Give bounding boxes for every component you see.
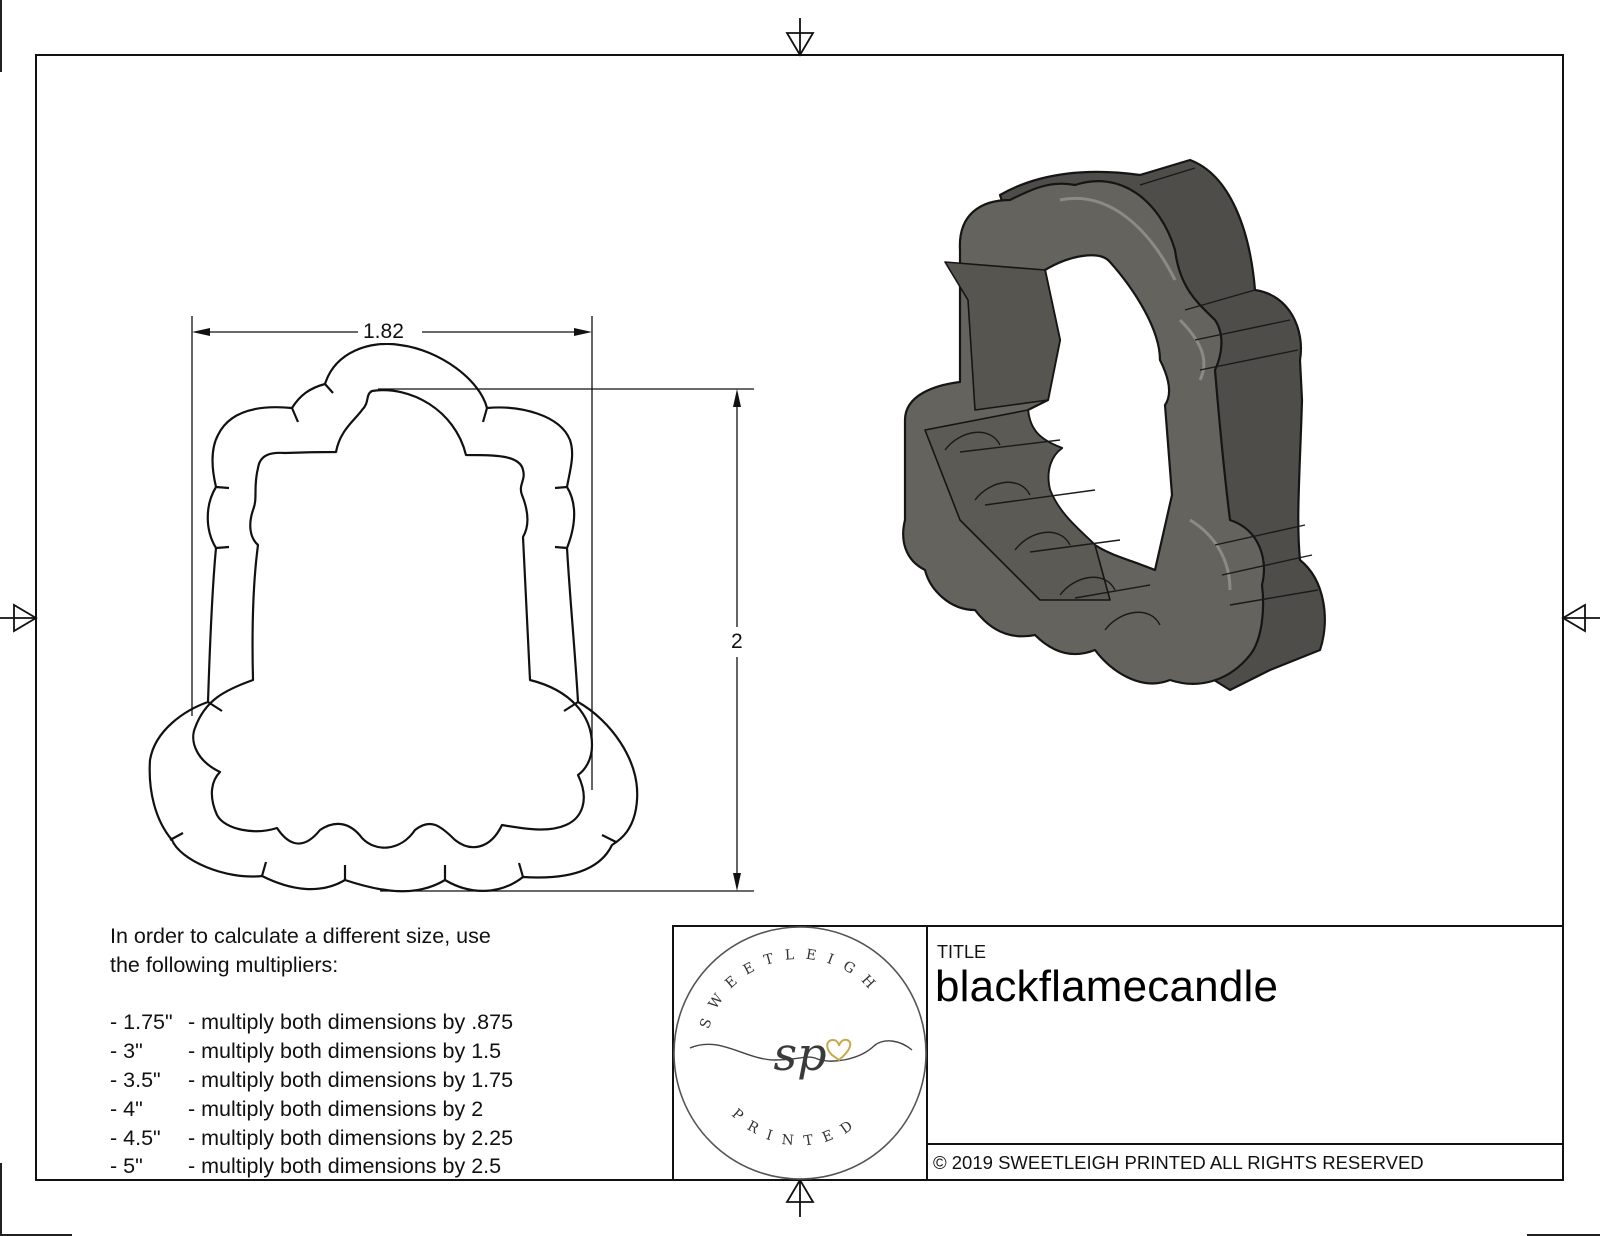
width-dimension-label: 1.82 bbox=[360, 321, 407, 343]
multiplier-text: - multiply both dimensions by 2.25 bbox=[188, 1126, 514, 1150]
logo-bottom-text: PRINTED bbox=[728, 1106, 854, 1150]
multiplier-size: - 4.5" bbox=[110, 1126, 161, 1150]
center-arrow-right-icon bbox=[1561, 603, 1600, 633]
svg-text:SWEETLEIGH: SWEETLEIGH bbox=[697, 947, 885, 1031]
drawing-title: blackflamecandle bbox=[935, 962, 1279, 1011]
multiplier-text: - multiply both dimensions by .875 bbox=[188, 1010, 514, 1034]
copyright-notice: © 2019 SWEETLEIGH PRINTED ALL RIGHTS RES… bbox=[933, 1152, 1424, 1173]
brand-logo: SWEETLEIGH PRINTED sp bbox=[673, 926, 927, 1180]
multiplier-size: - 5" bbox=[110, 1154, 143, 1178]
outer-profile bbox=[148, 342, 639, 893]
inner-profile bbox=[192, 389, 594, 849]
logo-top-text: SWEETLEIGH bbox=[697, 947, 874, 1031]
logo-heart-icon bbox=[826, 1038, 852, 1062]
title-label: TITLE bbox=[937, 942, 987, 962]
multiplier-text: - multiply both dimensions by 2 bbox=[188, 1097, 484, 1121]
logo-monogram: sp bbox=[773, 1027, 826, 1081]
multiplier-text: - multiply both dimensions by 1.75 bbox=[188, 1068, 514, 1092]
height-dimension-label: 2 bbox=[728, 631, 746, 653]
multiplier-size: - 3" bbox=[110, 1039, 143, 1063]
title-block-frame bbox=[672, 925, 1564, 1181]
multiplier-text: - multiply both dimensions by 1.5 bbox=[188, 1039, 502, 1063]
multiplier-size: - 3.5" bbox=[110, 1068, 161, 1092]
multiplier-size: - 4" bbox=[110, 1097, 143, 1121]
height-dimension bbox=[378, 388, 754, 892]
cutter-3d-render bbox=[902, 158, 1326, 692]
multiplier-text: - multiply both dimensions by 2.5 bbox=[188, 1154, 502, 1178]
center-arrow-left-icon bbox=[0, 603, 38, 633]
center-arrow-top-icon bbox=[785, 18, 815, 57]
svg-text:PRINTED: PRINTED bbox=[728, 1106, 865, 1150]
instructions-line-2: the following multipliers: bbox=[110, 953, 339, 977]
width-dimension bbox=[191, 316, 593, 790]
instructions-line-1: In order to calculate a different size, … bbox=[110, 924, 491, 948]
center-arrow-bottom-icon bbox=[785, 1178, 815, 1217]
cutter-outline-drawing bbox=[148, 342, 639, 893]
multiplier-size: - 1.75" bbox=[110, 1010, 173, 1034]
